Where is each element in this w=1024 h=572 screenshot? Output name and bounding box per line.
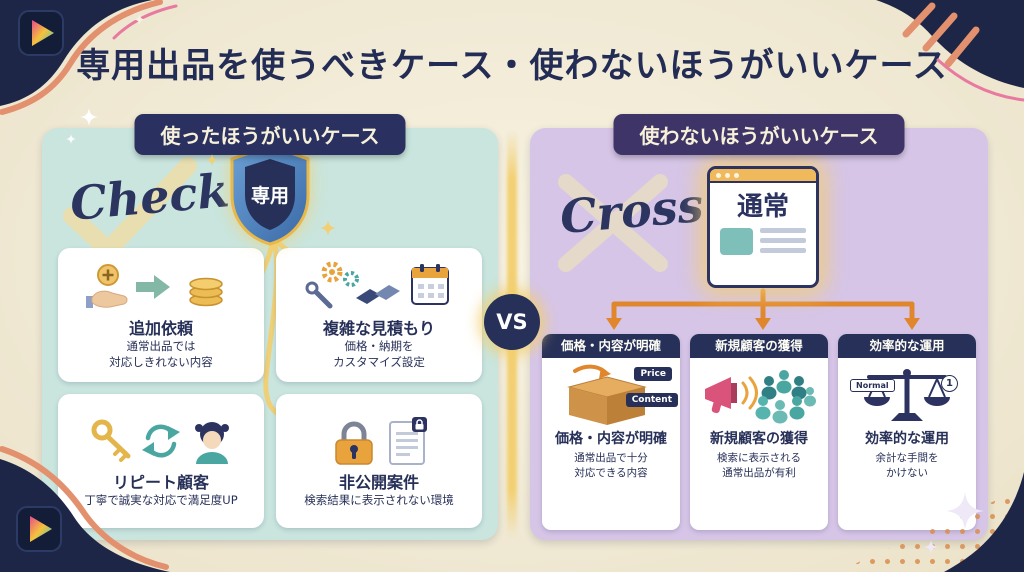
card-title: リピート顧客	[112, 473, 209, 493]
normal-tag: Normal	[850, 379, 895, 393]
balance-scale-icon: Normal 1	[838, 363, 976, 427]
page-title: 専用出品を使うべきケース・使わないほうがいいケース	[76, 46, 948, 86]
column-desc: 通常出品で十分 対応できる内容	[574, 452, 648, 480]
content-tag: Content	[625, 393, 678, 408]
sparkle-icon	[320, 220, 336, 236]
sparkle-icon	[946, 492, 984, 530]
column-badge: 価格・内容が明確	[542, 334, 680, 359]
browser-titlebar	[710, 169, 816, 183]
column-title: 新規顧客の獲得	[710, 431, 808, 448]
megaphone-people-icon	[690, 363, 828, 427]
vs-badge: VS	[484, 294, 540, 350]
column-desc: 検索に表示される 通常出品が有利	[717, 452, 801, 480]
use-case-cards: 追加依頼 通常出品では 対応しきれない内容	[58, 248, 482, 528]
lock-document-icon	[284, 413, 474, 467]
right-panel-header: 使わないほうがいいケース	[613, 114, 905, 155]
one-chip: 1	[941, 375, 958, 393]
browser-label: 通常	[736, 192, 789, 222]
shield-label: 専用	[251, 185, 289, 207]
thumbnail-block	[720, 228, 753, 255]
sparkle-icon	[80, 108, 98, 126]
price-tag: Price	[634, 367, 672, 382]
use-case-panel: 使ったほうがいいケース Check 専用	[42, 114, 498, 540]
brand-logo-icon	[16, 506, 62, 552]
sparkle-icon	[206, 154, 218, 166]
column-badge: 新規顧客の獲得	[690, 334, 828, 359]
column-new-customers: 新規顧客の獲得	[690, 334, 828, 530]
brand-logo-icon	[18, 10, 64, 56]
browser-content	[710, 223, 816, 258]
key-repeat-customer-icon	[66, 413, 256, 467]
text-lines	[760, 228, 806, 258]
sparkle-icon	[134, 14, 145, 25]
avoid-case-panel: 使わないほうがいいケース Cross 通常 価格・内容が明確	[530, 114, 988, 540]
column-title: 効率的な運用	[865, 431, 949, 448]
card-additional-request: 追加依頼 通常出品では 対応しきれない内容	[58, 248, 264, 382]
card-title: 追加依頼	[128, 319, 193, 339]
card-title: 非公開案件	[338, 473, 419, 493]
column-title: 価格・内容が明確	[555, 431, 667, 448]
cross-script-word: Cross	[557, 177, 706, 245]
column-desc: 余計な手間を かけない	[875, 452, 939, 480]
cross-mark-background-icon	[558, 174, 668, 272]
card-desc: 価格・納期を カスタマイズ設定	[333, 339, 425, 369]
card-desc: 検索結果に表示されない環境	[304, 493, 454, 508]
browser-window-icon: 通常	[707, 166, 819, 288]
sparkle-icon	[66, 134, 76, 144]
column-badge: 効率的な運用	[838, 334, 976, 359]
gears-handshake-calendar-icon	[284, 259, 474, 313]
card-complex-quote: 複雑な見積もり 価格・納期を カスタマイズ設定	[276, 248, 482, 382]
card-private-listing: 非公開案件 検索結果に表示されない環境	[276, 394, 482, 528]
shield-icon: 専用	[230, 144, 310, 246]
card-desc: 通常出品では 対応しきれない内容	[109, 339, 213, 369]
hand-coin-to-coins-icon	[66, 259, 256, 313]
left-panel-header: 使ったほうがいいケース	[134, 114, 406, 155]
column-clear-price: 価格・内容が明確 Price Content 価格・内容が明確 通常出品で十分	[542, 334, 680, 530]
avoid-case-columns: 価格・内容が明確 Price Content 価格・内容が明確 通常出品で十分	[542, 334, 976, 530]
card-repeat-customer: リピート顧客 丁寧で誠実な対応で満足度UP	[58, 394, 264, 528]
sparkle-icon	[924, 540, 938, 554]
box-price-content-icon: Price Content	[542, 363, 680, 427]
card-title: 複雑な見積もり	[322, 319, 435, 339]
card-desc: 丁寧で誠実な対応で満足度UP	[84, 493, 238, 508]
